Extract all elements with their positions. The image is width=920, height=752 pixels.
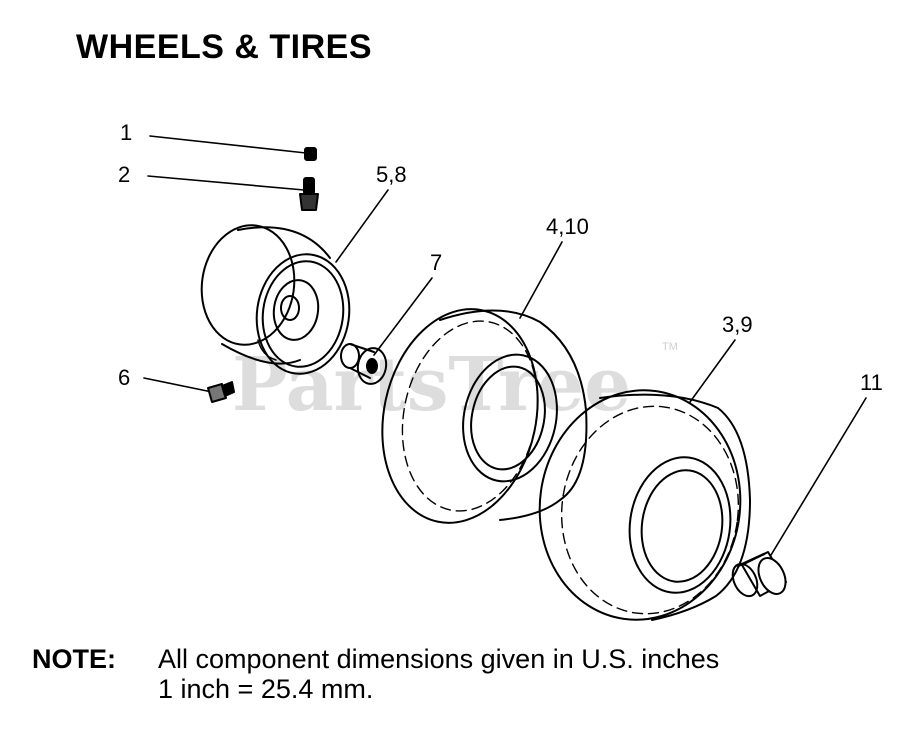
callout-1: 1 — [120, 120, 132, 145]
callout-6: 6 — [118, 365, 130, 390]
wheel-rim-part — [200, 224, 351, 375]
hub-spacer-part — [340, 343, 388, 385]
note-line-1: All component dimensions given in U.S. i… — [158, 644, 720, 674]
watermark: PartsTree — [232, 342, 631, 428]
callout-7: 7 — [430, 250, 442, 275]
dimension-note: NOTE: All component dimensions given in … — [32, 644, 719, 704]
callout-11: 11 — [860, 370, 883, 395]
note-line-2: 1 inch = 25.4 mm. — [158, 674, 374, 704]
valve-cap-part — [304, 147, 317, 161]
note-label: NOTE: — [32, 644, 116, 674]
bushing-part — [731, 551, 787, 598]
valve-stem-part — [299, 177, 319, 211]
callout-4-10: 4,10 — [546, 214, 589, 239]
callout-3-9: 3,9 — [722, 312, 753, 337]
leader-lines — [143, 135, 867, 561]
rear-tire-part — [538, 389, 751, 621]
callout-5-8: 5,8 — [376, 162, 407, 187]
watermark-tm: TM — [662, 341, 678, 353]
page-title: WHEELS & TIRES — [76, 28, 373, 66]
callout-2: 2 — [118, 162, 130, 187]
front-tire-part — [381, 308, 588, 524]
lug-bolt-part — [207, 381, 235, 403]
note-text: All component dimensions given in U.S. i… — [158, 644, 719, 704]
